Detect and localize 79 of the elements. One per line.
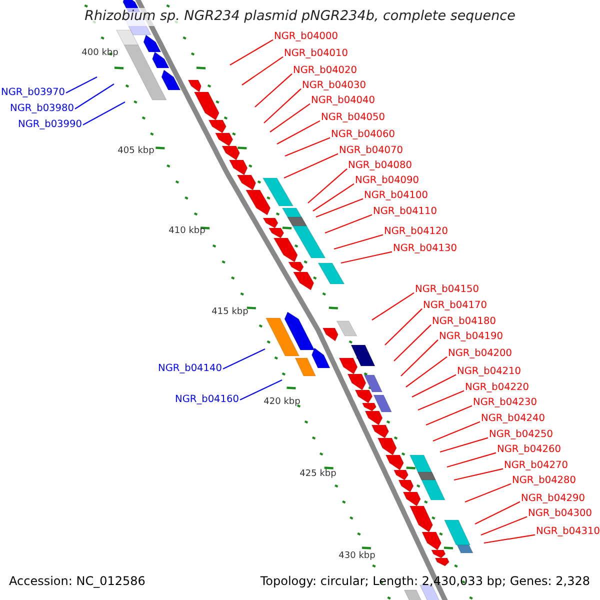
leader-line (446, 452, 496, 468)
gene-label: NGR_b04160 (174, 395, 239, 405)
leader-line (484, 534, 536, 544)
gene-label: NGR_b04230 (473, 398, 538, 408)
gene-label: NGR_b04030 (302, 81, 366, 91)
gene-label: NGR_b04050 (321, 113, 386, 123)
leader-line (264, 88, 302, 124)
leader-line (412, 374, 456, 398)
gene-label: NGR_b03970 (0, 88, 65, 98)
gene-label: NGR_b04270 (504, 461, 568, 471)
gene-label: NGR_b04170 (423, 301, 488, 311)
scale-label: 420 kbp (264, 398, 300, 407)
leader-line (82, 102, 126, 126)
scale-label: 415 kbp (212, 308, 248, 317)
leader-line (308, 168, 348, 204)
gene-label: NGR_b04290 (521, 494, 586, 504)
leader-line (74, 84, 114, 110)
leader-line (480, 516, 528, 536)
gene-label: NGR_b04300 (528, 509, 592, 519)
leader-line (474, 501, 520, 524)
gene-label: NGR_b04240 (481, 414, 546, 424)
gene-label: NGR_b04020 (293, 66, 358, 76)
gene-label: NGR_b04110 (373, 207, 438, 217)
leader-line (334, 234, 384, 250)
leader-line (276, 120, 320, 144)
gene-label: NGR_b04280 (512, 476, 576, 486)
leader-line (432, 421, 480, 442)
gene-label: NGR_b04210 (457, 367, 522, 377)
gene-label: NGR_b03980 (10, 104, 74, 114)
gene-label: NGR_b04010 (284, 49, 348, 59)
leader-line (400, 339, 438, 376)
gene-label: NGR_b04000 (274, 32, 338, 42)
gene-label: NGR_b04090 (355, 176, 420, 186)
gene-label: NGR_b04060 (331, 130, 396, 140)
gene-label: NGR_b04180 (432, 317, 496, 327)
leader-line (66, 76, 98, 94)
leader-line (284, 153, 338, 178)
scale-label: 430 kbp (338, 552, 376, 561)
gene-label: NGR_b03990 (18, 120, 82, 130)
gene-label: NGR_b04200 (448, 349, 512, 359)
leader-line (254, 73, 292, 108)
leader-line (222, 348, 266, 370)
gene-label: NGR_b04190 (439, 332, 504, 342)
gene-label: NGR_b04310 (536, 527, 600, 537)
scale-label: 410 kbp (168, 227, 206, 236)
leader-line (406, 356, 448, 388)
leader-line (454, 468, 504, 481)
leader-line (324, 214, 372, 234)
leader-line (418, 390, 464, 410)
gene-label: NGR_b04070 (339, 146, 404, 156)
leader-line (230, 39, 274, 66)
gene-label: NGR_b04140 (158, 364, 222, 374)
leader-line (426, 405, 472, 426)
leader-line (312, 183, 354, 212)
gene-label: NGR_b04150 (415, 285, 480, 295)
scale-label: 425 kbp (300, 470, 336, 479)
leader-line (270, 103, 310, 132)
leader-line (384, 308, 422, 346)
leader-line (372, 292, 414, 320)
gene-label: NGR_b04250 (489, 430, 554, 440)
leader-line (340, 251, 392, 264)
leader-line (242, 56, 284, 86)
leader-line (394, 324, 432, 362)
gene-label: NGR_b04100 (364, 191, 428, 201)
leader-line (316, 198, 364, 218)
gene-label: NGR_b04080 (348, 161, 412, 171)
footer-text: Topology: circular; Length: 2,430,033 bp; Genes: 2,328 (260, 575, 590, 587)
gene-label: NGR_b04220 (465, 383, 530, 393)
leader-line (464, 483, 512, 503)
footer-text: Accession: NC_012586 (9, 575, 146, 587)
scale-label: 405 kbp (118, 147, 154, 156)
leader-line (440, 437, 488, 453)
gene-label: NGR_b04130 (393, 244, 458, 254)
gene-label: NGR_b04260 (497, 445, 562, 455)
leader-line (240, 380, 282, 400)
gene-label: NGR_b04120 (384, 227, 448, 237)
leader-line (284, 137, 330, 157)
scale-label: 400 kbp (82, 49, 118, 58)
gene-label: NGR_b04040 (311, 96, 376, 106)
